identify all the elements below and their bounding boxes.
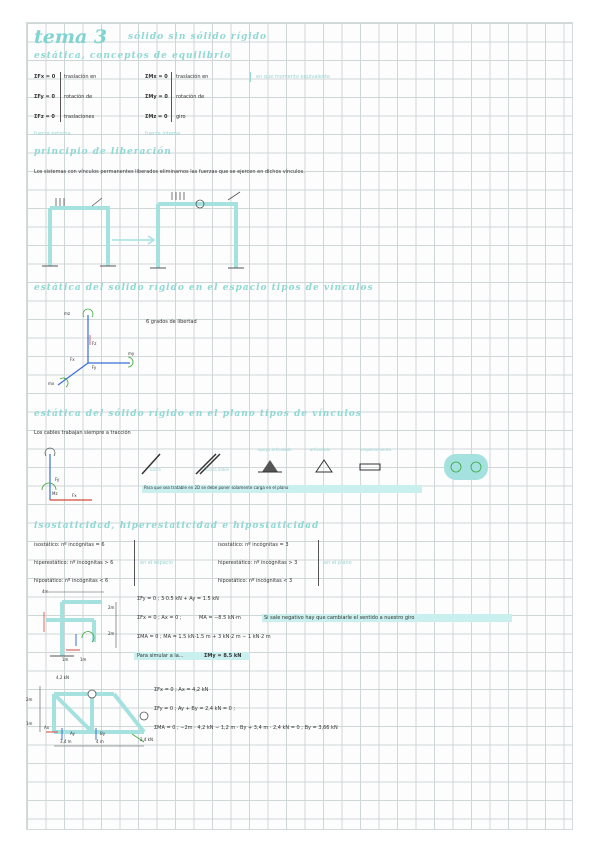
ex1-eq-4: Para simular a la... [137, 653, 184, 659]
ex2-label-ay: Ay [70, 731, 75, 736]
ex1-eq-1: ΣFy = 0 ; 3·0.5 kN + Ay = 1.5 kN [137, 596, 219, 602]
principle-heading: principio de liberación [34, 147, 172, 157]
section3d-heading: estática del sólido rígido en el espacio… [34, 283, 374, 293]
page-title: tema 3 [34, 26, 108, 48]
ex1-dim-2: 2m [108, 605, 115, 610]
eq-fy-desc: rotación de [64, 94, 93, 100]
label2d-fy: Fy [55, 477, 60, 482]
ex1-dim-3: 2m [108, 631, 115, 636]
eq-my: ΣMy = 0 [145, 94, 168, 100]
eq-fx: ΣFx = 0 [34, 74, 56, 80]
hyper-left-note: en el espacio [140, 560, 174, 566]
ex2-eq-2: ΣFy = 0 ; Ay + By = 2,4 kN = 0 ; [154, 706, 236, 712]
section3d-label: 6 grados de libertad [146, 319, 197, 325]
support-label-2: articulado [310, 447, 331, 452]
foot-left: fuerza externa [34, 131, 71, 137]
under-label-1: barra [150, 467, 161, 472]
eq-note: en que momento equivalente [256, 74, 330, 80]
liberation-diagram [42, 191, 244, 269]
label2d-mz: Mz [52, 491, 58, 496]
support-label-1: apoyo articulado [258, 447, 292, 452]
ex1-dim-5: 1m [80, 657, 87, 662]
eq-fy: ΣFy = 0 [34, 94, 55, 100]
ex2-label-by: By [100, 731, 106, 736]
ex1-eq-2: ΣFx = 0 ; Ax = 0 ; [137, 615, 182, 621]
eq-mz: ΣMz = 0 [145, 114, 168, 120]
ex2-dim-1: 4,2 kN [56, 675, 69, 680]
hyper-left-3: hipostático: nº incógnitas < 6 [34, 578, 109, 584]
ex1-eq-3: ΣMA = 0 ; MA = 1.5 kN·1.5 m + 3 kN·2 m −… [137, 634, 271, 640]
label-my: my [128, 351, 135, 356]
label-fz: Fz [92, 341, 97, 346]
supports-diagram [141, 453, 488, 480]
eq-fz: ΣFz = 0 [34, 114, 55, 120]
separator [60, 72, 61, 122]
hyper-left-1: isostático: nº incógnitas = 6 [34, 542, 105, 548]
label-fy: Fy [92, 365, 97, 370]
ex1-dim-1: 4m [42, 589, 49, 594]
subtitle: estática, conceptos de equilibrio [34, 51, 232, 61]
section2d-text: Los cables trabajan siempre a tracción [34, 430, 131, 436]
eq-mx: ΣMx = 0 [145, 74, 168, 80]
label-mx: mx [48, 381, 55, 386]
hyper-right-1: isostático: nº incógnitas = 3 [218, 542, 289, 548]
ex2-eq-1: ΣFx = 0 ; Ax = 4,2 kN [154, 687, 209, 693]
page-title-sub: sólido sin sólido rígido [128, 32, 268, 42]
grid-paper [26, 22, 573, 830]
ex2-label-ax: Ax [44, 725, 50, 730]
eq-mx-desc: traslación en [176, 74, 209, 80]
principle-text: Los sistemas con vínculos permanentes li… [34, 169, 305, 175]
ex2-dim-4: 3,4 m [60, 739, 72, 744]
label2d-fx: Fx [72, 493, 77, 498]
eq-mz-desc: giro [176, 114, 186, 120]
ex1-eq-2-result: MA = −8.5 kN·m [199, 615, 241, 621]
hyper-right-2: hiperestático: nº incógnitas > 3 [218, 560, 298, 566]
separator [134, 540, 135, 586]
ex1-highlight: ΣMy = 8.5 kN [204, 653, 242, 659]
axes-2d-diagram [41, 447, 92, 501]
ex1-eq-2-note: Si sale negativo hay que cambiarle el se… [264, 615, 415, 621]
note-highlight [134, 652, 250, 660]
separator [250, 72, 251, 82]
eq-fz-desc: traslaciones [64, 114, 95, 120]
hyper-heading: isostaticidad, hiperestaticidad e hipost… [34, 521, 320, 531]
example1-diagram [43, 591, 117, 657]
label-fx: Fx [70, 357, 75, 362]
eq-my-desc: rotación de [176, 94, 205, 100]
ex2-dim-5: 4 m [96, 739, 104, 744]
separator [171, 72, 172, 122]
ex2-dim-2: 2m [26, 697, 33, 702]
ex2-dim-3: 1m [26, 721, 33, 726]
hyper-left-2: hiperestático: nº incógnitas > 6 [34, 560, 114, 566]
ex2-eq-3: ΣMA = 0 ; −2m · 4,2 kN − 1,2 m · By + 3,… [154, 725, 338, 731]
section2d-heading: estática del sólido rígido en el plano t… [34, 409, 362, 419]
hyper-right-3: hipostático: nº incógnitas < 3 [218, 578, 293, 584]
note-highlight [142, 485, 422, 493]
support-label-3: empotramiento [360, 447, 392, 452]
hyper-right-note: en el plano [324, 560, 352, 566]
axes-3d-diagram [57, 308, 134, 388]
ex2-label-load: 2,4 kN [140, 737, 153, 742]
section2d-note: Para que sea tratable en 2D se debe pone… [144, 485, 289, 490]
eq-fx-desc: traslación en [64, 74, 97, 80]
example2-diagram [39, 686, 149, 747]
separator [318, 540, 319, 586]
note-highlight [262, 614, 512, 622]
under-label-2: barra doble [206, 467, 230, 472]
ex1-dim-4: 1m [62, 657, 69, 662]
foot-right: fuerza interna [145, 131, 181, 137]
label-mz: mz [64, 311, 70, 316]
